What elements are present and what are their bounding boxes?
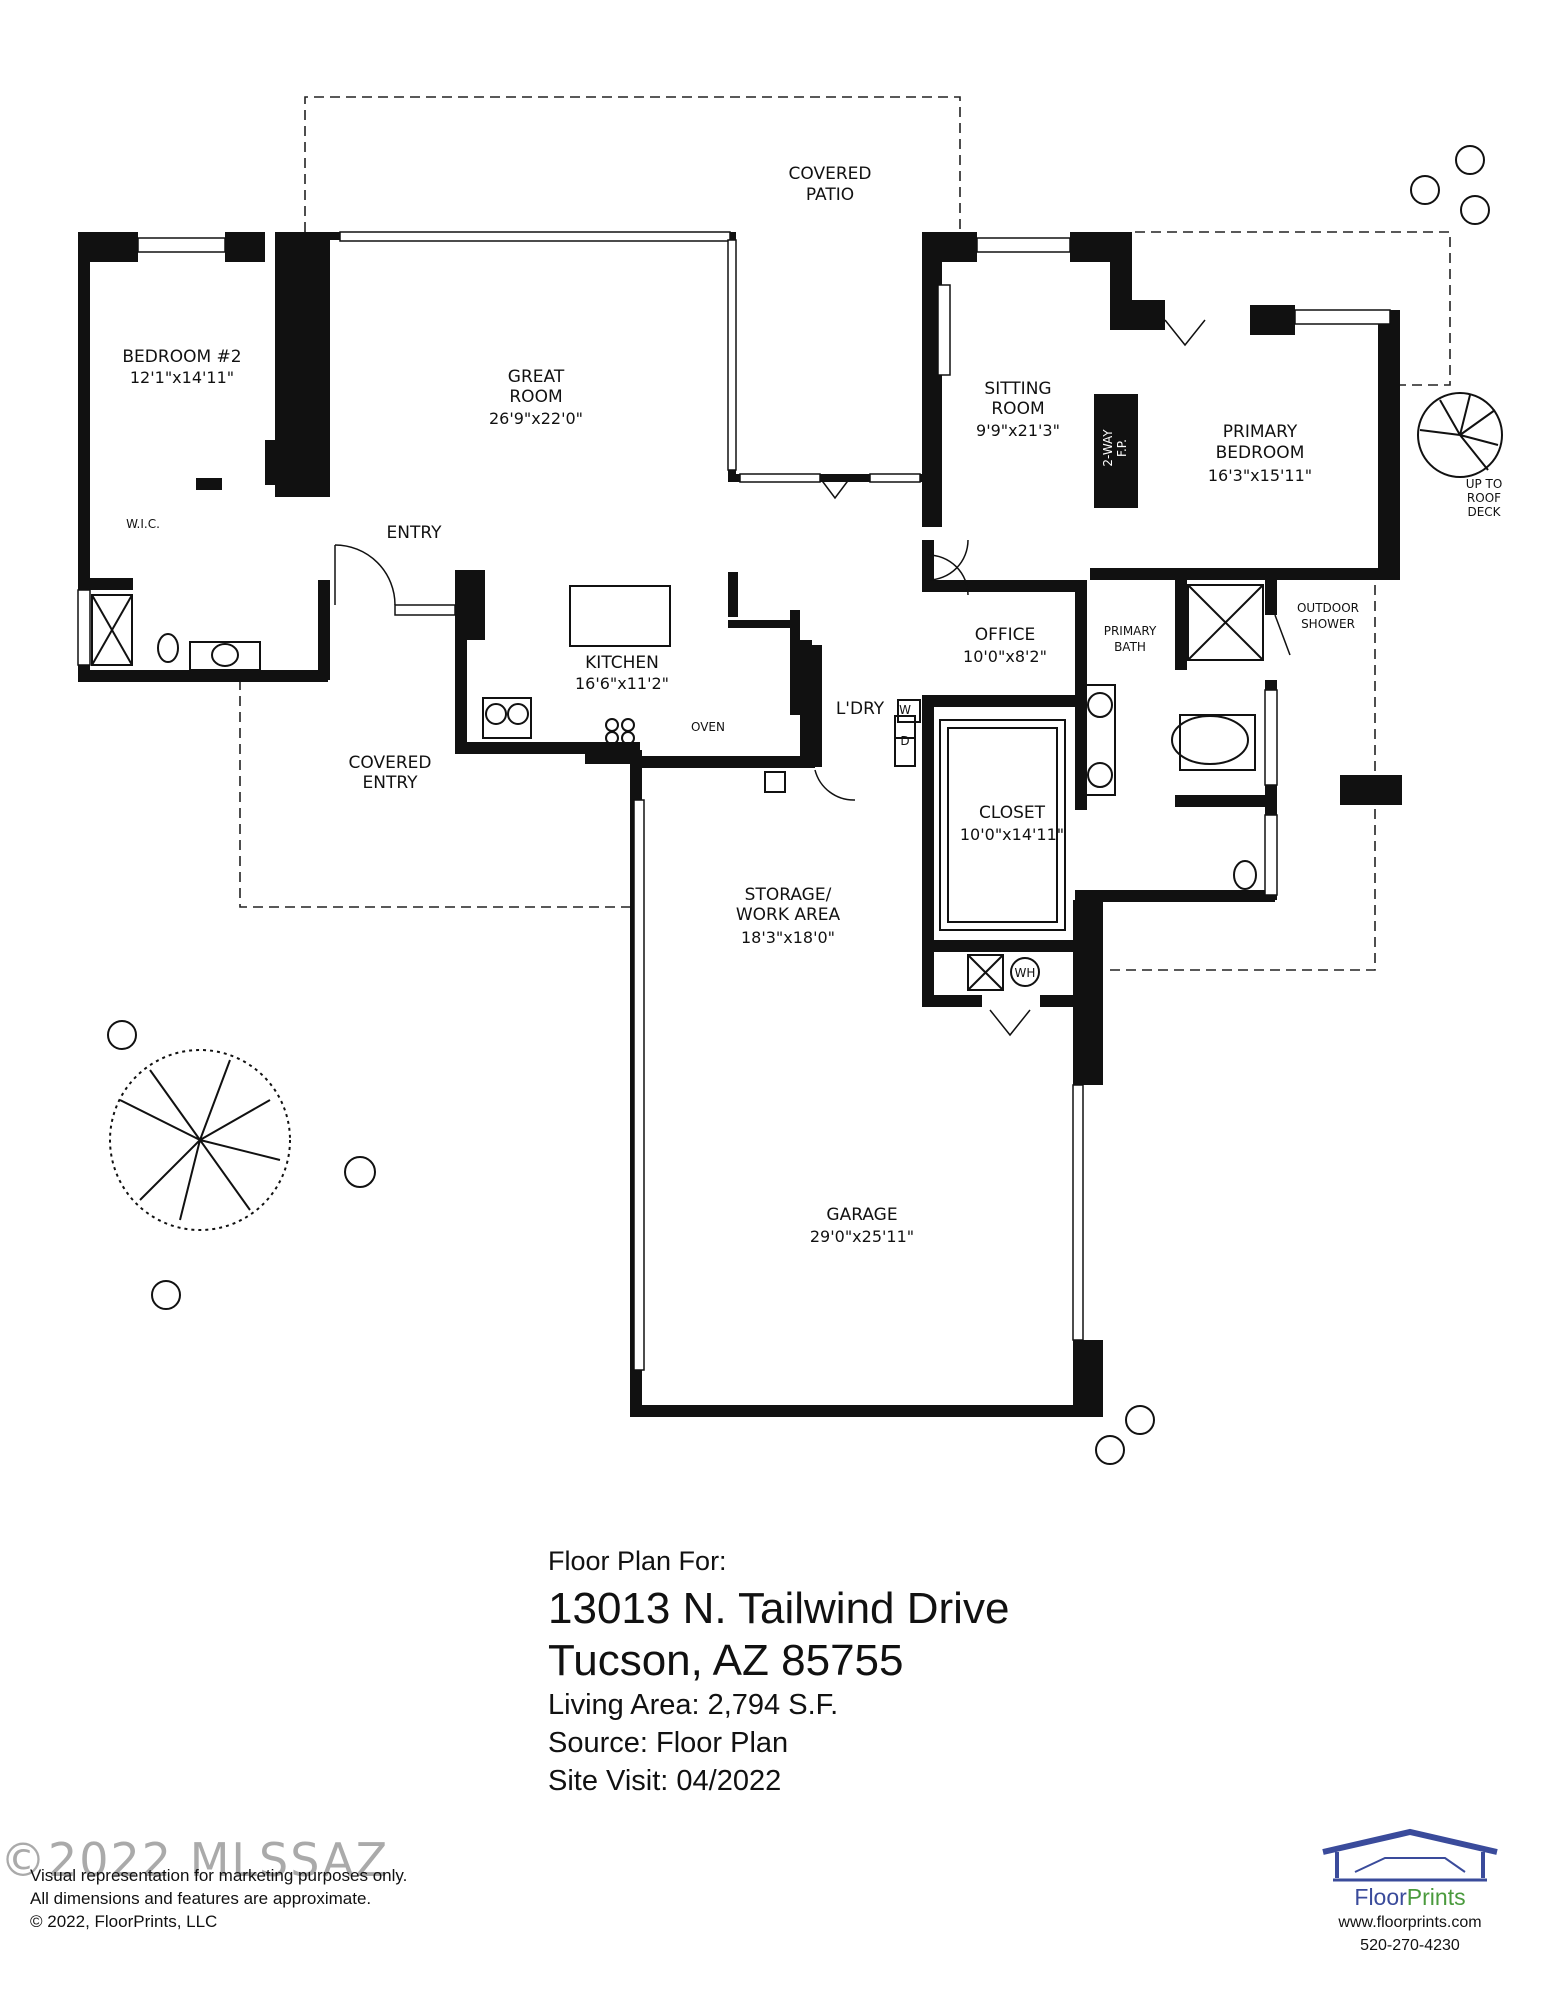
laundry-label: L'DRY [836,699,885,719]
garage-dims: 29'0"x25'11" [810,1227,914,1246]
sitting-room-name: SITTING [984,379,1051,399]
floor-plan-for-label: Floor Plan For: [548,1546,727,1576]
living-area: Living Area: 2,794 S.F. [548,1689,839,1722]
roof-deck-label-3: DECK [1467,505,1501,519]
sitting-room-dims: 9'9"x21'3" [976,421,1060,440]
entry-label: ENTRY [387,523,443,543]
washer-label: W [899,703,911,717]
floorprints-brand: FloorPrints www.floorprints.com 520-270-… [1300,1828,1520,1957]
doors [334,319,1291,1037]
disclaimer-line1: Visual representation for marketing purp… [30,1866,408,1885]
closet-dims: 10'0"x14'11" [960,825,1064,844]
outdoor-shower-outline [1110,585,1376,971]
sitting-room-name-2: ROOM [991,399,1044,419]
storage-dims: 18'3"x18'0" [741,928,835,947]
outdoor-shower-label-2: SHOWER [1301,617,1355,631]
primary-bedroom-name: PRIMARY [1223,422,1298,442]
closet-name: CLOSET [979,803,1046,823]
brand-phone: 520-270-4230 [1360,1937,1460,1955]
windows [77,231,1391,1371]
covered-entry-outline [239,680,638,908]
kitchen-dims: 16'6"x11'2" [575,674,669,693]
primary-bedroom-dims: 16'3"x15'11" [1208,466,1312,485]
room-labels: COVERED PATIO BEDROOM #2 12'1"x14'11" W.… [122,164,1502,1246]
great-room-name-2: ROOM [509,387,562,407]
property-info: Floor Plan For: 13013 N. Tailwind Drive … [548,1545,1009,1800]
primary-bath-label-2: BATH [1114,640,1146,654]
fireplace-label-2: F.P. [1115,439,1129,457]
great-room-name: GREAT [508,367,565,387]
storage-name-2: WORK AREA [736,905,841,925]
address-line1: 13013 N. Tailwind Drive [548,1584,1010,1634]
primary-deck-outline [1135,231,1451,386]
oven-label: OVEN [691,720,725,734]
water-heater-label: WH [1015,966,1036,980]
storage-name: STORAGE/ [745,885,832,905]
bedroom2-name: BEDROOM #2 [122,347,241,367]
outdoor-shower-label: OUTDOOR [1297,601,1359,615]
covered-patio-outline [304,96,961,232]
disclaimer: Visual representation for marketing purp… [30,1865,407,1934]
covered-entry-label: COVERED [349,753,432,773]
bedroom2-dims: 12'1"x14'11" [130,368,234,387]
mls-watermark: ©2022 MLSSAZ [0,1833,390,1887]
site-visit: Site Visit: 04/2022 [548,1764,782,1797]
covered-entry-label-2: ENTRY [363,773,419,793]
roof-deck-label-2: ROOF [1467,491,1501,505]
roof-deck-label: UP TO [1466,477,1503,491]
primary-bath-label: PRIMARY [1104,624,1157,638]
fixtures [91,394,1264,991]
disclaimer-line3: © 2022, FloorPrints, LLC [30,1911,218,1931]
covered-patio-label: COVERED [789,164,872,184]
covered-patio-label-2: PATIO [806,185,854,205]
office-dims: 10'0"x8'2" [963,647,1047,666]
address-line2: Tucson, AZ 85755 [548,1636,904,1686]
source: Source: Floor Plan [548,1726,789,1759]
office-name: OFFICE [975,625,1036,645]
walls [78,232,1402,1417]
disclaimer-line2: All dimensions and features are approxim… [30,1888,372,1908]
floorprints-logo-icon [1322,1828,1498,1882]
garage-name: GARAGE [826,1205,897,1225]
brand-website: www.floorprints.com [1338,1914,1482,1931]
primary-bedroom-name-2: BEDROOM [1216,443,1305,463]
great-room-dims: 26'9"x22'0" [489,409,583,428]
dryer-label: D [900,734,909,748]
kitchen-name: KITCHEN [585,653,659,673]
landscaping [107,145,1503,1465]
fireplace-label: 2-WAY [1101,429,1115,467]
wic-label: W.I.C. [126,517,160,531]
brand-name: FloorPrints [1354,1884,1466,1910]
